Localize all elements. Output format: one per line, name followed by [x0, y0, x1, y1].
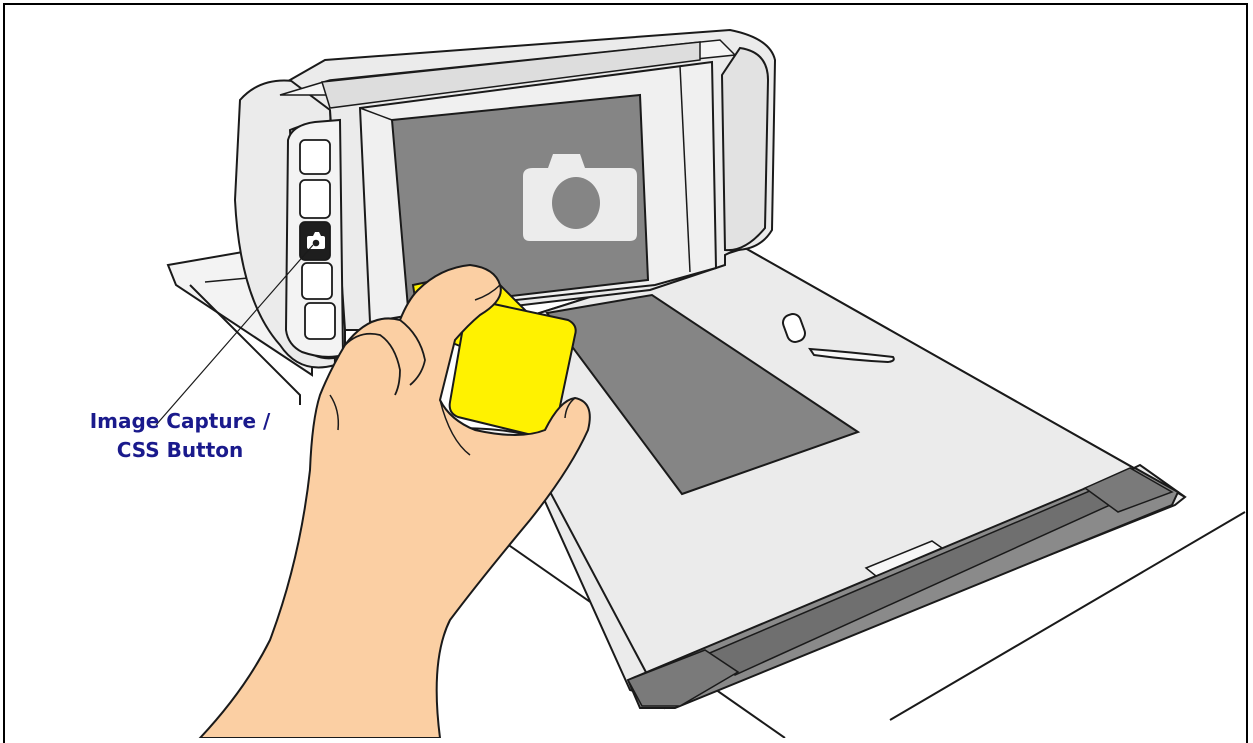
- side-button-1: [300, 140, 330, 174]
- scanner-platter: [470, 248, 1185, 708]
- image-capture-callout-label: Image Capture / CSS Button: [72, 407, 288, 465]
- side-button-4: [302, 263, 332, 299]
- side-button-5: [305, 303, 335, 339]
- side-button-2: [300, 180, 330, 218]
- side-button-panel: [286, 120, 343, 357]
